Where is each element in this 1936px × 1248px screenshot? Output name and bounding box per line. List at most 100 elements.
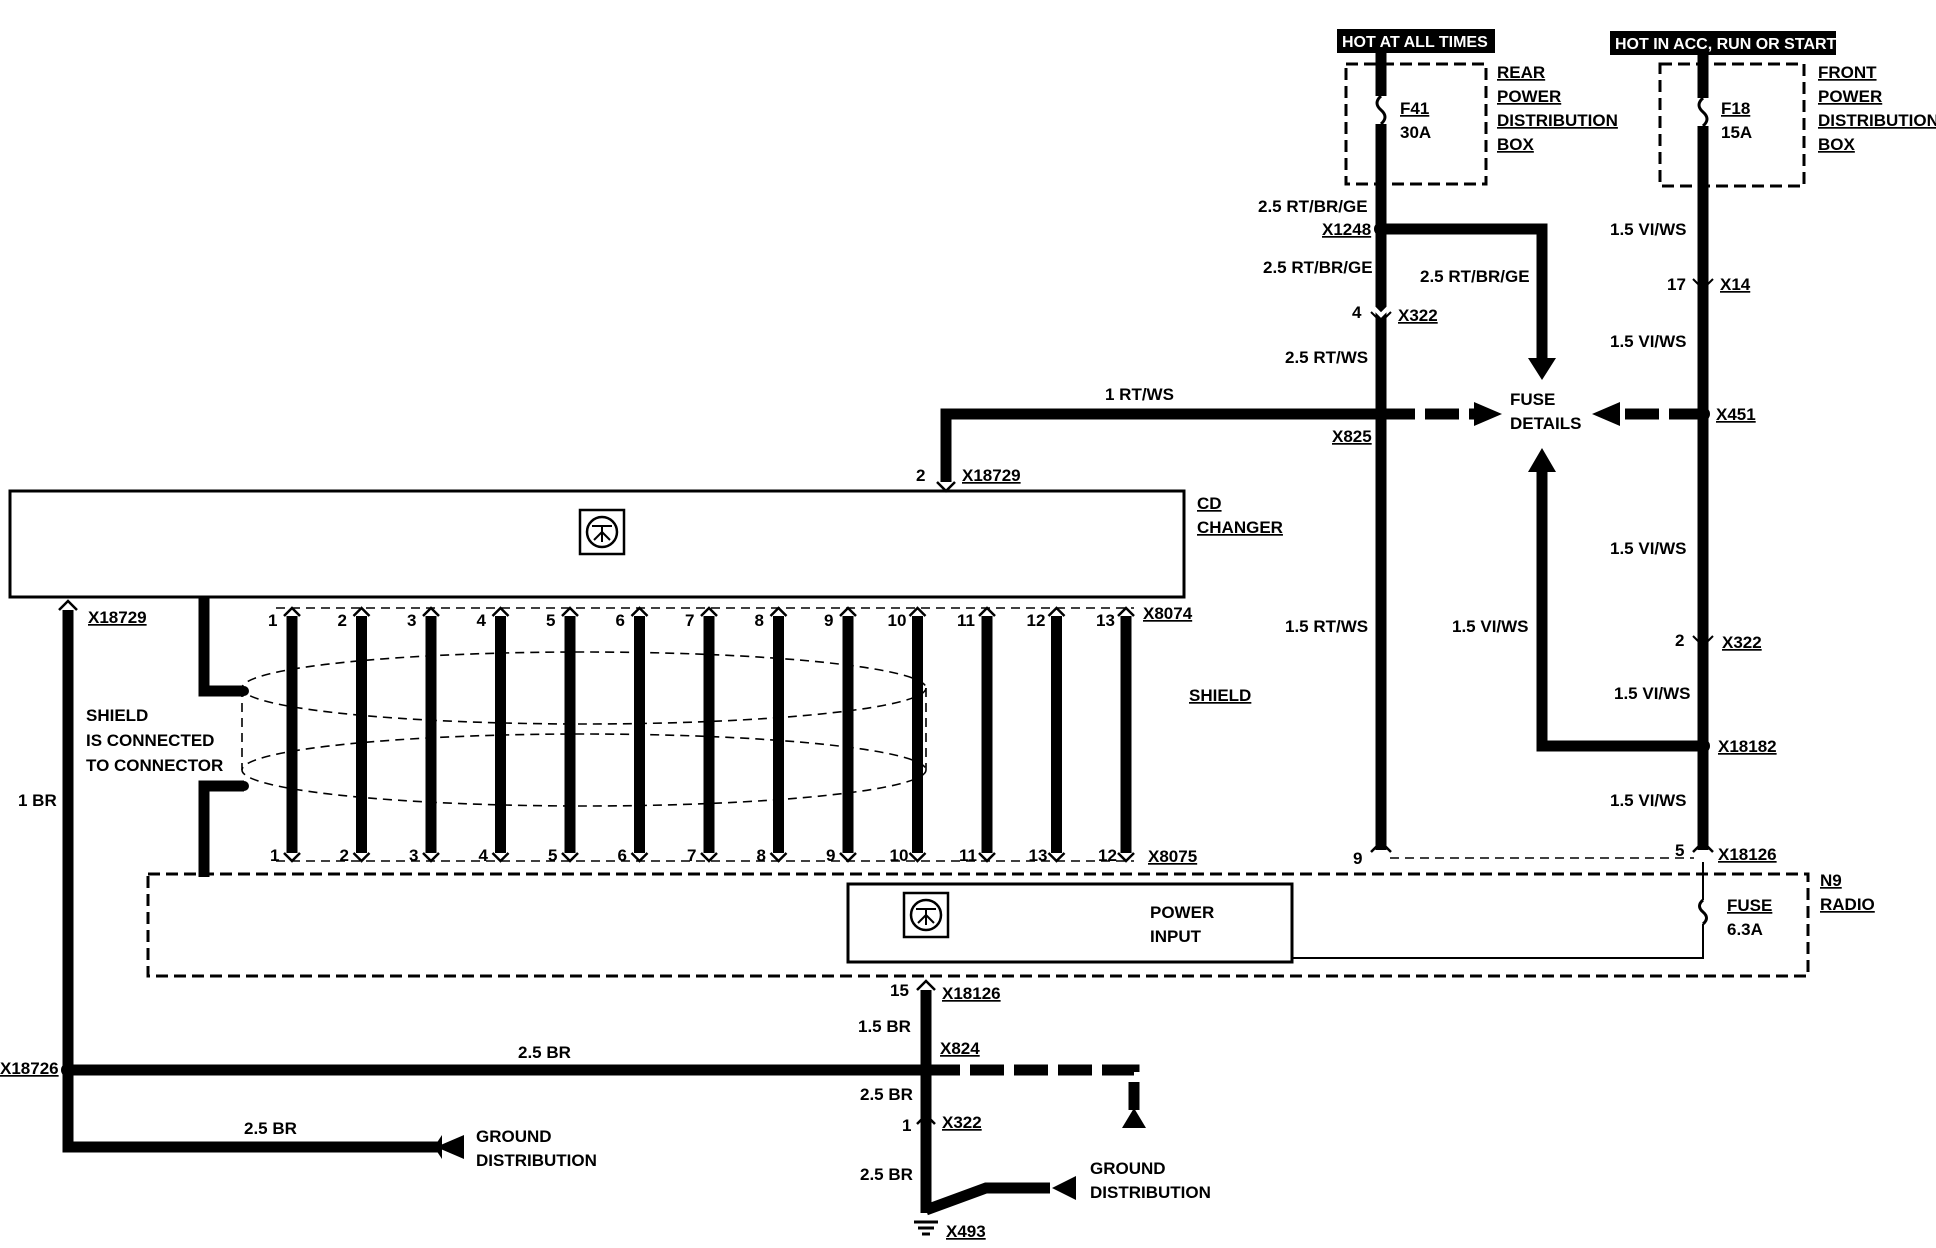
shield-ellipse-top — [241, 651, 927, 725]
wire-label-vi-ws-f: 1.5 VI/WS — [1452, 617, 1529, 636]
top-pin-label: 9 — [824, 611, 833, 630]
cd-changer-box — [8, 489, 1186, 599]
power-input-label-1: POWER — [1150, 903, 1214, 922]
radio-box — [146, 872, 1810, 978]
wire-label-2-5-br-b: 2.5 BR — [860, 1085, 913, 1104]
connector-x8075-pin-symbol — [769, 852, 788, 863]
front-box-label-2: POWER — [1818, 87, 1882, 106]
shield-note-2: IS CONNECTED — [86, 731, 214, 750]
front-box-label-1: FRONT — [1818, 63, 1877, 82]
bottom-pin-label: 11 — [959, 846, 977, 865]
fuse-f18-name: F18 — [1721, 99, 1750, 118]
connector-x8074-pin-symbol — [283, 606, 301, 617]
pin-x322-front: 2 — [1675, 631, 1684, 650]
header-hot-at-all-times-bg — [1337, 29, 1495, 53]
connector-x8075-pin-symbol — [422, 852, 440, 863]
connector-x8074-pin-symbol — [769, 606, 788, 617]
bottom-pin-label: 13 — [1029, 846, 1048, 865]
wire-label-1-br: 1 BR — [18, 791, 57, 810]
top-pin-label: 11 — [957, 611, 975, 630]
top-pin-label: 7 — [685, 611, 694, 630]
connector-x8075-pin-symbol — [700, 852, 718, 863]
connector-x825: X825 — [1332, 427, 1372, 446]
top-pin-label: 3 — [407, 611, 416, 630]
connector-x8075-pin-symbol — [978, 852, 996, 863]
connector-x8074-pin-symbol — [561, 606, 579, 617]
shield-ellipse-bottom — [241, 733, 927, 807]
bottom-pin-label: 10 — [890, 846, 909, 865]
signal-wires — [283, 606, 1135, 863]
arrow-ground-distribution-middle — [1052, 1176, 1076, 1200]
pin-x18126-right: 5 — [1675, 841, 1684, 860]
connector-x18126-top: X18126 — [1718, 845, 1777, 864]
arrow-fuse-details-bottom — [1528, 448, 1556, 472]
top-pin-label: 10 — [888, 611, 907, 630]
connector-x322-ground-symbol — [916, 1113, 936, 1125]
fuse-f18-symbol — [1697, 96, 1709, 128]
ground-distribution-left-2: DISTRIBUTION — [476, 1151, 597, 1170]
wire-shield-connect-bottom — [198, 780, 244, 877]
radio-fuse-symbol — [1698, 898, 1708, 926]
top-pin-label: 12 — [1027, 611, 1046, 630]
wire-label-2-5-br-d: 2.5 BR — [860, 1165, 913, 1184]
pin-x322-ground: 1 — [902, 1116, 911, 1135]
cd-changer-label-1: CD — [1197, 494, 1222, 513]
connector-x18126-left-symbol — [1370, 840, 1392, 853]
pin-x18729: 2 — [916, 466, 925, 485]
connector-x8075-pin-symbol — [908, 852, 927, 863]
connector-x8075-pin-symbol — [630, 852, 649, 863]
connector-x18729-top: X18729 — [962, 466, 1021, 485]
wire-label-rt-br-ge-1: 2.5 RT/BR/GE — [1258, 197, 1368, 216]
connector-x8074-pin-symbol — [352, 606, 371, 617]
bottom-pin-label: 2 — [340, 846, 349, 865]
header-hot-at-all-times: HOT AT ALL TIMES — [1342, 34, 1488, 51]
pin-x14: 17 — [1667, 275, 1686, 294]
connector-x18729-left-symbol — [58, 599, 78, 611]
radio-component-icon — [902, 891, 950, 939]
wire-label-vi-ws-e: 1.5 VI/WS — [1610, 791, 1687, 810]
connector-x8074-pin-symbol — [978, 606, 996, 617]
cd-changer-component-icon — [578, 508, 626, 556]
ground-distribution-left-1: GROUND — [476, 1127, 552, 1146]
wire-x824-to-ground-distribution — [926, 1064, 1140, 1110]
connector-x8075-pin-symbol — [839, 852, 857, 863]
connector-x8075-pin-symbol — [561, 852, 579, 863]
radio-fuse-to-power-input — [1292, 924, 1704, 959]
arrow-fuse-details-top — [1528, 358, 1556, 380]
arrow-fuse-details-left — [1474, 402, 1502, 426]
connector-x493: X493 — [946, 1222, 986, 1241]
front-power-distribution-box — [1658, 62, 1806, 188]
rear-box-label-4: BOX — [1497, 135, 1535, 154]
bottom-pin-label: 5 — [548, 846, 557, 865]
wire-label-1-5-br: 1.5 BR — [858, 1017, 911, 1036]
power-input-label-2: INPUT — [1150, 927, 1202, 946]
connector-x322-front: X322 — [1722, 633, 1762, 652]
power-input-box — [846, 882, 1294, 964]
wire-x1248-to-fuse-details — [1381, 223, 1548, 360]
connector-x1248: X1248 — [1322, 220, 1371, 239]
top-pin-label: 1 — [268, 611, 277, 630]
connector-x322-ground: X322 — [942, 1113, 982, 1132]
connector-x8074-pin-symbol — [491, 606, 510, 617]
connector-x8074-pin-symbol — [700, 606, 718, 617]
bottom-pin-label: 3 — [409, 846, 418, 865]
radio-id: N9 — [1820, 871, 1842, 890]
connector-x8075-pin-symbol — [491, 852, 510, 863]
wire-x493-to-ground-distribution — [924, 1182, 1050, 1216]
shield-label: SHIELD — [1189, 686, 1251, 705]
top-pin-label: 8 — [755, 611, 764, 630]
wire-label-rt-br-ge-3: 2.5 RT/BR/GE — [1420, 267, 1530, 286]
bottom-pin-label: 12 — [1098, 846, 1117, 865]
wire-x18182-to-fuse-details — [1536, 470, 1703, 752]
wire-label-vi-ws-d: 1.5 VI/WS — [1614, 684, 1691, 703]
arrow-ground-distribution-left-head — [436, 1135, 464, 1159]
wire-x18726-to-ground-distribution — [62, 1070, 440, 1153]
top-pin-label: 5 — [546, 611, 555, 630]
connector-x451: X451 — [1716, 405, 1756, 424]
arrow-ground-distribution-right — [1122, 1108, 1146, 1128]
connector-x18126-right-symbol — [1692, 840, 1714, 853]
wire-shield-connect-top — [198, 597, 244, 697]
wire-label-vi-ws-a: 1.5 VI/WS — [1610, 220, 1687, 239]
connector-x8074-pin-symbol — [1047, 606, 1066, 617]
